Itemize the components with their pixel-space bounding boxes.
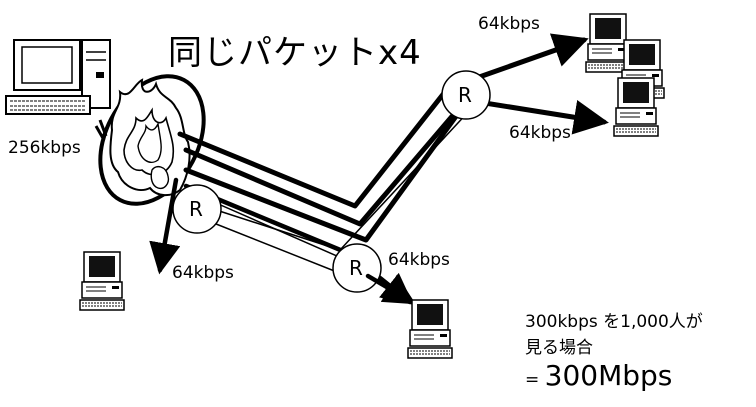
router-label-top: R (458, 83, 472, 107)
note-line-2: 見る場合 (525, 338, 593, 358)
router-label-left: R (189, 197, 203, 221)
link-rate-top-right: 64kbps (509, 123, 571, 143)
note-line-1: 300kbps を1,000人が (525, 312, 703, 332)
server-rate-label: 256kbps (8, 138, 81, 158)
note-line-3: = 300Mbps (525, 362, 672, 391)
link-rate-bottom-middle: 64kbps (388, 250, 450, 270)
router-label-bottom: R (349, 256, 363, 280)
diagram-title: 同じパケットx4 (168, 33, 422, 73)
note-total: 300Mbps (544, 359, 673, 392)
link-rate-top-left: 64kbps (478, 14, 540, 34)
note-equals: = (525, 370, 545, 390)
router-icon-bottom (332, 243, 382, 293)
server-computer-icon (5, 39, 111, 115)
fire-icon (94, 74, 206, 206)
router-icon-top (441, 70, 491, 120)
router-icon-left (172, 184, 222, 234)
link-rate-bottom-left: 64kbps (172, 263, 234, 283)
